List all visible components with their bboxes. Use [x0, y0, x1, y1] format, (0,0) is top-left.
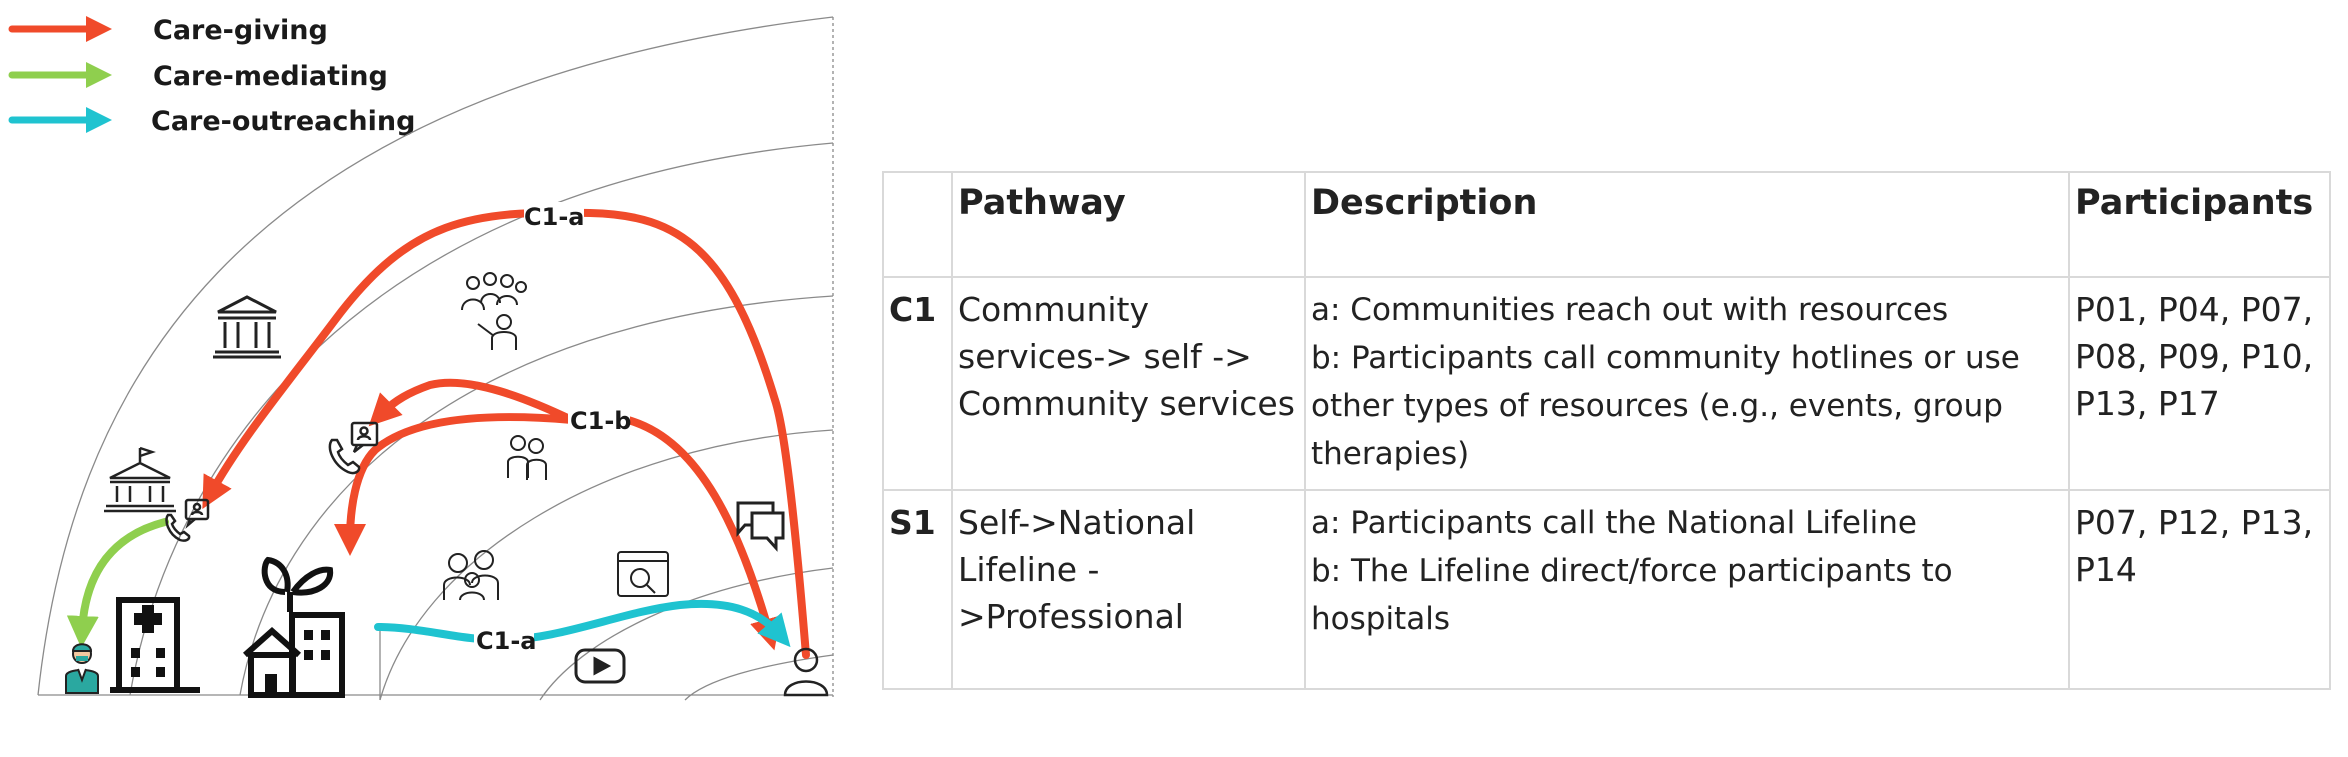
- care-giving-arrow-c1b-lower: [334, 413, 576, 556]
- pathway-code: S1: [882, 489, 953, 690]
- description-b: b: The Lifeline direct/force participant…: [1311, 553, 1953, 637]
- care-giving-arrow-c1a: [202, 208, 810, 659]
- care-outreaching-arrow: [374, 599, 791, 648]
- table-row: C1 Community services-> self -> Communit…: [882, 276, 2331, 491]
- description-a: a: Participants call the National Lifeli…: [1311, 505, 1917, 541]
- hotline-phone-icon: [165, 498, 210, 542]
- pathway-code: C1: [882, 276, 953, 491]
- route-label-bottom: C1-a: [476, 627, 536, 655]
- pathway-description: a: Communities reach out with resources …: [1304, 276, 2070, 491]
- person-icon: [783, 647, 829, 697]
- pathway-participants: P07, P12, P13, P14: [2068, 489, 2331, 690]
- eco-housing-icon: [243, 556, 345, 698]
- legend-label: Care-outreaching: [151, 106, 415, 137]
- legend-label: Care-mediating: [153, 61, 388, 92]
- care-giving-arrow-c1b-right: [624, 416, 781, 651]
- legend-item-care-mediating: Care-mediating: [8, 61, 388, 92]
- route-label-top: C1-a: [524, 203, 584, 231]
- pathway-arrows: [66, 208, 810, 659]
- video-play-icon: [574, 648, 626, 684]
- pathway-description: a: Participants call the National Lifeli…: [1304, 489, 2070, 690]
- legend: Care-giving Care-mediating Care-outreach…: [8, 15, 415, 137]
- table-header-pathway: Pathway: [951, 171, 1306, 278]
- family-icon: [443, 550, 499, 601]
- government-building-flag-icon: [104, 446, 176, 513]
- pathways-table: Pathway Description Participants C1 Comm…: [882, 171, 2331, 690]
- table-header-row: Pathway Description Participants: [882, 171, 2331, 278]
- pathway-participants: P01, P04, P07, P08, P09, P10, P13, P17: [2068, 276, 2331, 491]
- community-group-icon: [461, 272, 527, 350]
- pathway-name: Self->National Lifeline ->Professional: [951, 489, 1306, 690]
- table-header-participants: Participants: [2068, 171, 2331, 278]
- description-a: a: Communities reach out with resources: [1311, 292, 1949, 328]
- care-giving-arrow-c1b-upper: [368, 378, 576, 427]
- care-mediating-arrow: [66, 518, 169, 648]
- hotline-phone-icon: [328, 421, 379, 475]
- legend-item-care-outreaching: Care-outreaching: [8, 106, 415, 137]
- couple-icon: [507, 435, 547, 480]
- doctor-icon: [65, 643, 99, 694]
- table-header-description: Description: [1304, 171, 2070, 278]
- pathway-name: Community services-> self -> Community s…: [951, 276, 1306, 491]
- table-header-code: [882, 171, 953, 278]
- hospital-icon: [110, 597, 200, 693]
- government-building-icon: [213, 295, 281, 359]
- route-label-middle: C1-b: [570, 407, 631, 435]
- web-search-icon: [617, 551, 669, 597]
- chat-bubbles-icon: [736, 501, 785, 552]
- legend-item-care-giving: Care-giving: [8, 15, 328, 46]
- legend-label: Care-giving: [153, 15, 328, 46]
- table-row: S1 Self->National Lifeline ->Professiona…: [882, 489, 2331, 690]
- care-pathway-diagram: Care-giving Care-mediating Care-outreach…: [0, 0, 860, 757]
- description-b: b: Participants call community hotlines …: [1311, 340, 2020, 472]
